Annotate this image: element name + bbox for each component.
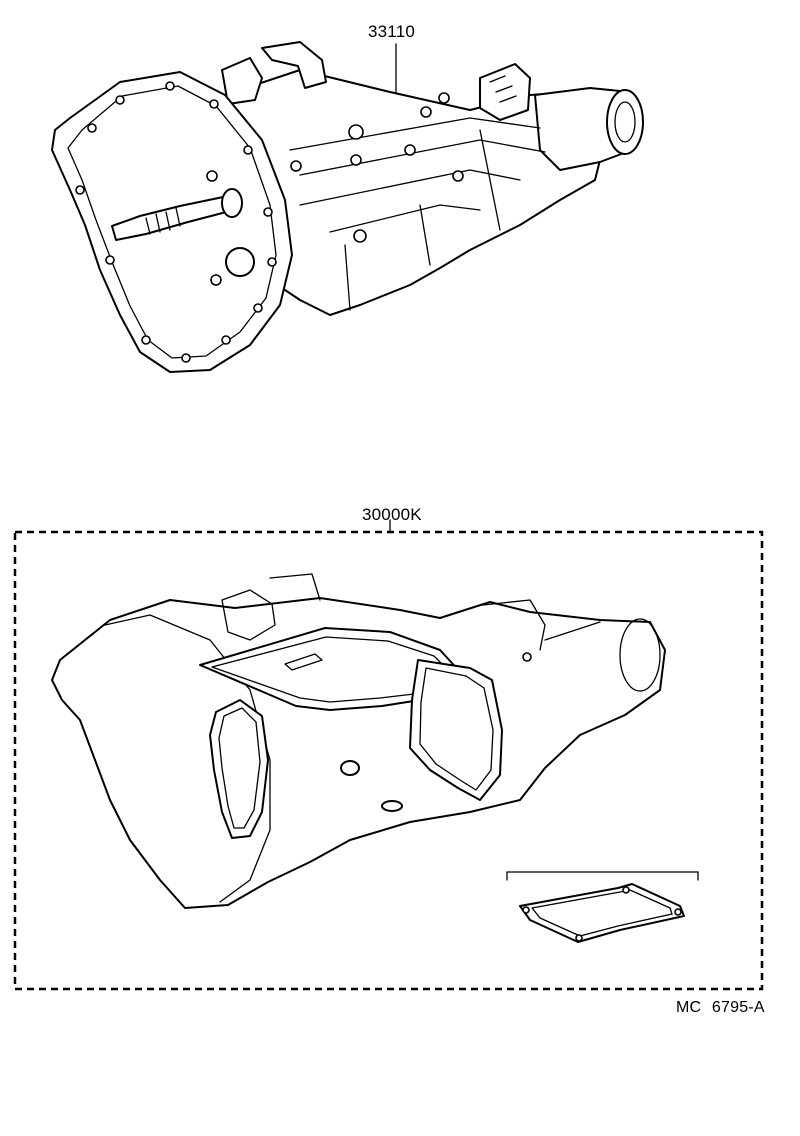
front-gasket (209, 699, 269, 839)
gasket-kit (13, 519, 764, 991)
kit-boundary (13, 530, 764, 991)
shift-tower (479, 63, 531, 121)
transmission-assembly (51, 41, 644, 373)
part-number-30000k: 30000K (362, 505, 422, 524)
figure-reference: MC 6795-A (676, 999, 765, 1016)
part-number-33110: 33110 (368, 22, 416, 41)
bracket (261, 41, 327, 89)
shift-cover-gasket (519, 883, 685, 943)
output-flange (606, 89, 644, 155)
transmission-outline (51, 597, 666, 909)
side-cover-gasket (409, 659, 503, 801)
